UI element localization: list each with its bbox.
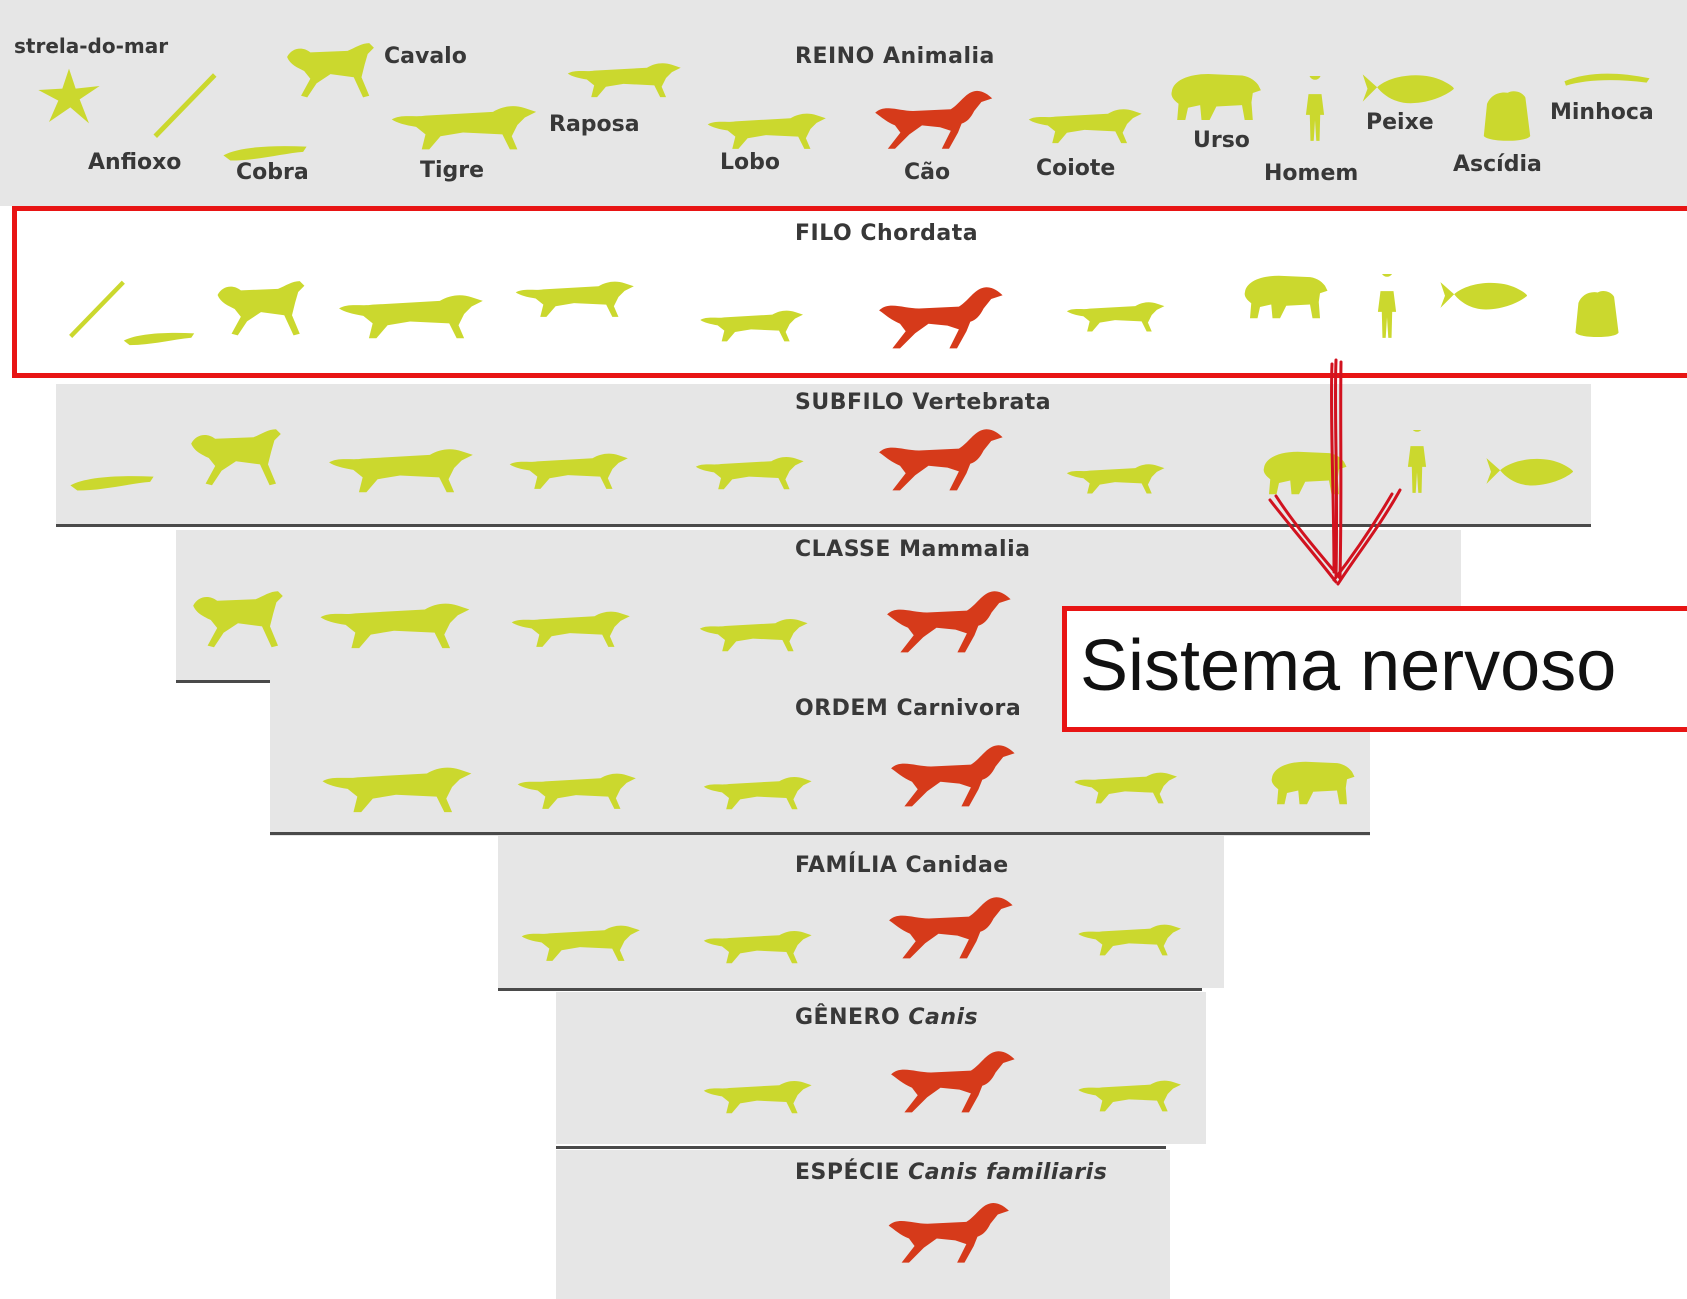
label-homem: Homem (1264, 161, 1359, 186)
rule-genero (556, 1146, 1166, 1149)
rank-label: ESPÉCIE (795, 1160, 900, 1185)
level-title-familia: FAMÍLIA Canidae (795, 853, 1009, 878)
arrow-shaft (1338, 360, 1343, 580)
rank-label: FAMÍLIA (795, 853, 898, 878)
coyote-icon (1030, 458, 1200, 496)
label-peixe: Peixe (1366, 110, 1434, 135)
dog-icon (866, 84, 996, 156)
level-title-especie: ESPÉCIE Canis familiaris (795, 1160, 1107, 1185)
label-anfioxo: Anfioxo (88, 150, 182, 175)
ascidian-icon (1478, 88, 1536, 144)
rule-familia (498, 988, 1202, 991)
label-cavalo: Cavalo (384, 44, 467, 69)
label-minhoca: Minhoca (1550, 100, 1654, 125)
rule-ordem (270, 832, 1370, 835)
wolf-icon (686, 106, 846, 152)
callout-box (1062, 606, 1687, 732)
level-title-subfilo: SUBFILO Vertebrata (795, 390, 1051, 415)
level-title-classe: CLASSE Mammalia (795, 537, 1030, 562)
taxon-label: Canis familiaris (908, 1160, 1108, 1185)
coyote-icon (1044, 1074, 1214, 1114)
arrow-head-right (1336, 488, 1402, 586)
label-urso: Urso (1193, 128, 1250, 153)
dog-icon (878, 1196, 1014, 1270)
label-cobra: Cobra (236, 160, 309, 185)
coyote-icon (1002, 102, 1167, 146)
tiger-icon (320, 440, 480, 496)
snake-icon (220, 138, 310, 164)
fish-small-icon (66, 468, 158, 494)
band-familia (498, 836, 1224, 988)
wolf-icon (672, 1074, 842, 1116)
fox-icon (510, 918, 650, 964)
callout-text: Sistema nervoso (1080, 626, 1617, 706)
arrow-head-left (1268, 498, 1338, 584)
dog-icon (880, 738, 1020, 814)
taxon-label: Canis (908, 1005, 979, 1030)
arrow-head-left (1274, 494, 1342, 580)
rule-subfilo (56, 524, 1591, 527)
arrow-head-right (1332, 492, 1394, 582)
wolf-icon (664, 450, 834, 492)
band-reino (0, 0, 1687, 206)
arrow-shaft (1329, 362, 1336, 574)
fish-icon (1470, 452, 1588, 490)
wolf-icon (672, 924, 842, 966)
tiger-icon (316, 758, 476, 816)
label-tigre: Tigre (420, 158, 485, 183)
human-icon (1302, 76, 1328, 146)
fox-icon (498, 446, 638, 492)
rank-label: CLASSE (795, 537, 891, 562)
dog-icon (876, 584, 1016, 660)
band-especie (556, 1150, 1170, 1299)
highlight-filo-box (12, 206, 1687, 378)
horse-icon (180, 426, 292, 490)
horse-icon (278, 40, 383, 102)
wolf-icon (668, 612, 838, 654)
label-coiote: Coiote (1036, 156, 1116, 181)
label-raposa: Raposa (549, 112, 640, 137)
tiger-icon (314, 594, 474, 652)
taxon-label: Vertebrata (912, 390, 1052, 415)
dog-icon (880, 1044, 1020, 1120)
arrow-down-icon (1268, 358, 1402, 586)
label-ascidia: Ascídia (1453, 152, 1542, 177)
taxon-label: Animalia (882, 44, 995, 69)
level-title-genero: GÊNERO Canis (795, 1005, 978, 1030)
dog-icon (868, 422, 1008, 498)
arrow-shaft (1333, 358, 1339, 578)
bear-icon (1256, 758, 1368, 808)
label-estrela-do-mar: strela-do-mar (14, 34, 169, 58)
band-genero (556, 992, 1206, 1144)
wolf-icon (672, 770, 842, 812)
bear-icon (1160, 70, 1270, 124)
level-title-ordem: ORDEM Carnivora (795, 696, 1021, 721)
coyote-icon (1044, 918, 1214, 958)
label-cao: Cão (904, 160, 951, 185)
fox-icon (500, 604, 640, 650)
level-title-reino: REINO Animalia (795, 44, 995, 69)
fish-icon (1350, 68, 1465, 108)
coyote-icon (1040, 766, 1210, 806)
rank-label: GÊNERO (795, 1005, 901, 1030)
level-title-filo: FILO Chordata (795, 221, 978, 246)
taxon-label: Canidae (905, 853, 1009, 878)
amphioxus-icon (150, 68, 220, 138)
taxon-label: Carnivora (896, 696, 1022, 721)
fox-icon (506, 766, 646, 812)
fox-icon (556, 56, 691, 100)
rank-label: SUBFILO (795, 390, 905, 415)
taxon-label: Chordata (860, 221, 979, 246)
dog-icon (878, 890, 1018, 966)
rank-label: REINO (795, 44, 875, 69)
rank-label: ORDEM (795, 696, 889, 721)
tiger-icon (388, 96, 538, 154)
worm-icon (1552, 68, 1662, 90)
starfish-icon (24, 66, 114, 126)
taxon-label: Mammalia (899, 537, 1031, 562)
label-lobo: Lobo (720, 150, 780, 175)
rank-label: FILO (795, 221, 853, 246)
horse-icon (182, 588, 294, 652)
